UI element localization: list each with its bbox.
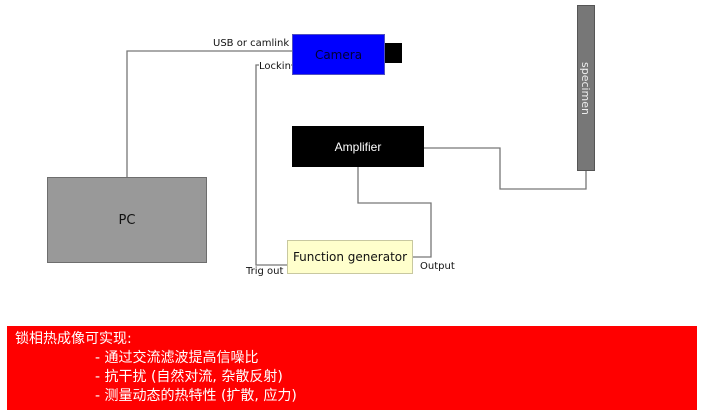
- wire-amplifier-specimen: [424, 147, 587, 190]
- wire-lockin-trig: [255, 64, 292, 266]
- camera-lens-icon: [385, 43, 402, 63]
- amplifier-label: Amplifier: [334, 139, 382, 154]
- note-title: 锁相热成像可实现:: [15, 331, 132, 347]
- camera-block: Camera: [292, 34, 385, 75]
- note-item: - 通过交流滤波提高信噪比: [95, 350, 259, 366]
- pc-block: PC: [47, 177, 207, 263]
- specimen-label: specimen: [579, 61, 593, 115]
- output-label: Output: [420, 261, 455, 272]
- camera-label: Camera: [314, 47, 363, 62]
- lockin-benefits-note: 锁相热成像可实现: - 通过交流滤波提高信噪比 - 抗干扰 (自然对流, 杂散反…: [7, 326, 697, 410]
- function-generator-label: Function generator: [292, 250, 408, 264]
- note-item: - 测量动态的热特性 (扩散, 应力): [95, 388, 297, 404]
- wire-amplifier-funcgen: [357, 167, 432, 258]
- usb-connection-label: USB or camlink: [213, 38, 290, 49]
- wire-pc-camera: [126, 50, 292, 177]
- amplifier-block: Amplifier: [292, 126, 424, 167]
- trig-out-label: Trig out: [246, 266, 284, 277]
- specimen-block: specimen: [577, 5, 595, 171]
- pc-label: PC: [118, 212, 136, 228]
- note-item: - 抗干扰 (自然对流, 杂散反射): [95, 369, 283, 385]
- lockin-connection-label: Lockin: [259, 61, 291, 72]
- function-generator-block: Function generator: [287, 240, 413, 274]
